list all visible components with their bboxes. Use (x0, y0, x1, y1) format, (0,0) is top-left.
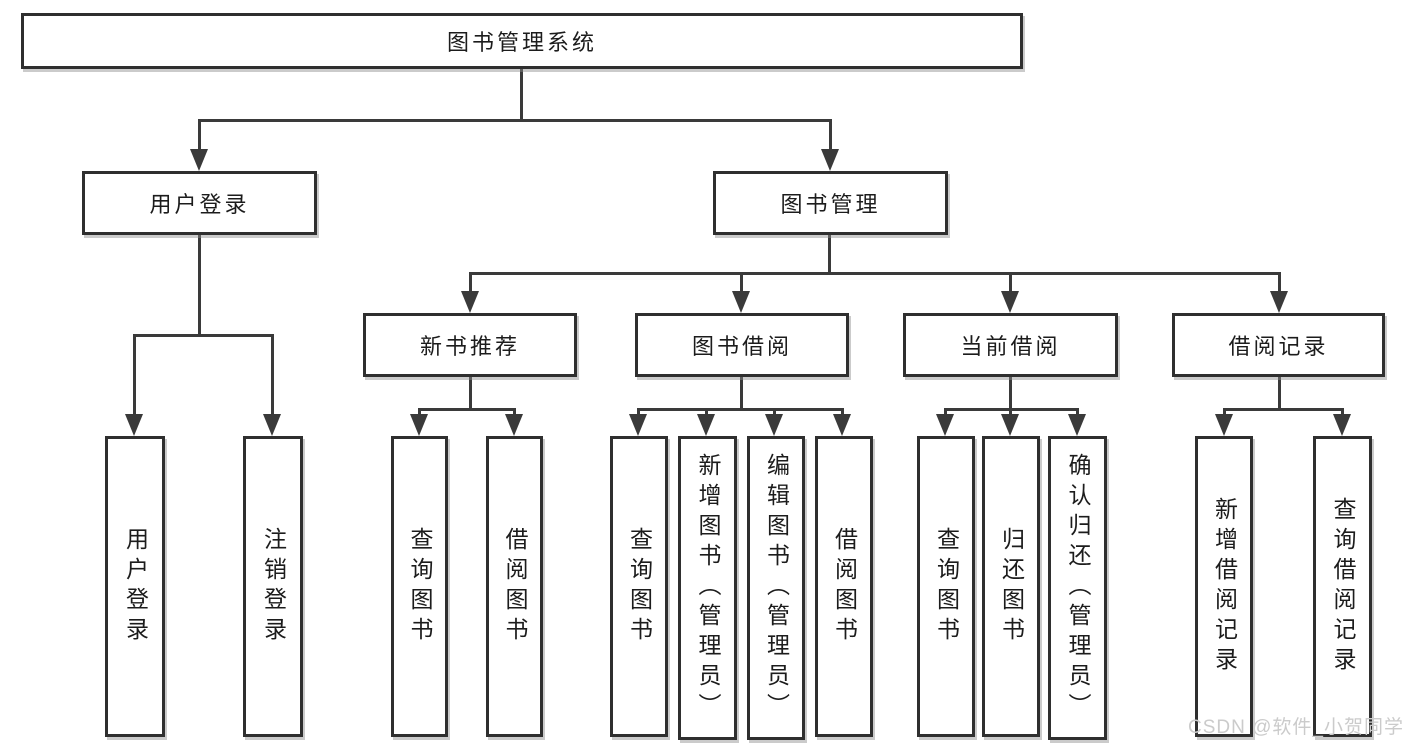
connector-line (944, 408, 1079, 411)
leaf-current-return-label: 归还图书 (998, 526, 1025, 647)
leaf-logout-label: 注销登录 (260, 526, 287, 647)
node-current-borrow-label: 当前借阅 (960, 334, 1061, 359)
connector-line (1278, 377, 1281, 410)
arrow-down-icon (629, 414, 647, 436)
leaf-borrow-query-label: 查询图书 (626, 526, 653, 647)
leaf-current-confirm-label: 确认归还（管理员） (1065, 453, 1091, 723)
arrow-down-icon (505, 414, 523, 436)
connector-line (1278, 275, 1281, 293)
connector-line (1009, 275, 1012, 293)
leaf-recommend-borrow-label: 借阅图书 (502, 526, 528, 647)
connector-line (198, 119, 832, 122)
leaf-borrow-borrow-label: 借阅图书 (831, 526, 858, 647)
arrow-down-icon (263, 414, 281, 436)
leaf-current-query-label: 查询图书 (933, 526, 960, 647)
leaf-borrow-edit: 编辑图书（管理员） (747, 436, 805, 740)
arrow-down-icon (833, 414, 851, 436)
node-new-books-label: 新书推荐 (419, 334, 520, 359)
arrow-down-icon (1068, 414, 1086, 436)
connector-line (198, 235, 201, 336)
node-user-login-label: 用户登录 (149, 192, 250, 217)
arrow-down-icon (190, 149, 208, 171)
node-new-books: 新书推荐 (363, 313, 577, 377)
node-root-label: 图书管理系统 (446, 30, 597, 55)
node-borrow-records-label: 借阅记录 (1228, 334, 1329, 359)
node-root: 图书管理系统 (21, 13, 1023, 69)
leaf-recommend-query: 查询图书 (391, 436, 448, 737)
leaf-records-add-label: 新增借阅记录 (1211, 496, 1238, 677)
node-book-borrow-label: 图书借阅 (691, 334, 792, 359)
connector-line (1009, 377, 1012, 410)
node-borrow-records: 借阅记录 (1172, 313, 1385, 377)
arrow-down-icon (1001, 414, 1019, 436)
leaf-login: 用户登录 (105, 436, 165, 737)
leaf-borrow-query: 查询图书 (610, 436, 668, 737)
arrow-down-icon (936, 414, 954, 436)
connector-line (469, 275, 472, 293)
leaf-records-query-label: 查询借阅记录 (1330, 496, 1356, 677)
arrow-down-icon (1270, 291, 1288, 313)
connector-line (133, 334, 274, 337)
leaf-records-query: 查询借阅记录 (1313, 436, 1372, 737)
connector-line (198, 122, 201, 150)
leaf-borrow-edit-label: 编辑图书（管理员） (763, 453, 790, 723)
leaf-recommend-query-label: 查询图书 (407, 526, 433, 647)
connector-line (637, 408, 844, 411)
arrow-down-icon (125, 414, 143, 436)
connector-line (418, 408, 516, 411)
connector-line (828, 235, 831, 275)
arrow-down-icon (1333, 414, 1351, 436)
arrow-down-icon (410, 414, 428, 436)
connector-line (469, 377, 472, 410)
leaf-recommend-borrow: 借阅图书 (486, 436, 543, 737)
watermark: CSDN @软件_小贺同学 (1188, 717, 1404, 738)
node-current-borrow: 当前借阅 (903, 313, 1118, 377)
leaf-current-query: 查询图书 (917, 436, 975, 737)
leaf-current-confirm: 确认归还（管理员） (1048, 436, 1107, 740)
arrow-down-icon (461, 291, 479, 313)
leaf-borrow-borrow: 借阅图书 (815, 436, 873, 737)
arrow-down-icon (697, 414, 715, 436)
leaf-logout: 注销登录 (243, 436, 303, 737)
leaf-login-label: 用户登录 (122, 526, 149, 647)
node-book-borrow: 图书借阅 (635, 313, 849, 377)
node-book-mgmt-label: 图书管理 (780, 192, 881, 217)
node-book-mgmt: 图书管理 (713, 171, 948, 235)
connector-line (520, 69, 523, 119)
connector-line (1223, 408, 1344, 411)
leaf-borrow-add: 新增图书（管理员） (678, 436, 737, 740)
arrow-down-icon (1215, 414, 1233, 436)
connector-line (740, 377, 743, 410)
connector-line (133, 337, 136, 416)
connector-line (829, 122, 832, 150)
arrow-down-icon (1001, 291, 1019, 313)
leaf-current-return: 归还图书 (982, 436, 1040, 737)
leaf-borrow-add-label: 新增图书（管理员） (695, 453, 721, 723)
arrow-down-icon (732, 291, 750, 313)
connector-line (271, 337, 274, 416)
leaf-records-add: 新增借阅记录 (1195, 436, 1253, 737)
connector-line (740, 275, 743, 293)
connector-line (469, 272, 1281, 275)
arrow-down-icon (765, 414, 783, 436)
arrow-down-icon (821, 149, 839, 171)
node-user-login: 用户登录 (82, 171, 317, 235)
